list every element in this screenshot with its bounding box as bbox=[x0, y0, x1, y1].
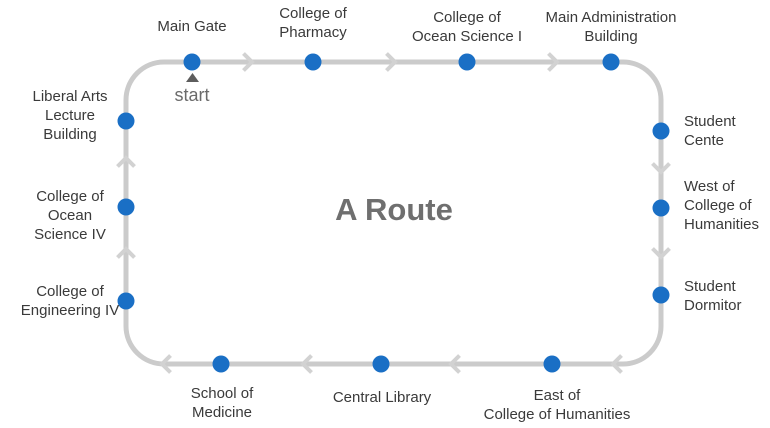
arrow-up-icon bbox=[116, 155, 136, 168]
stop-label-student-center: Student Cente bbox=[684, 113, 736, 149]
stop-dot-main-administration-building bbox=[602, 53, 620, 71]
stop-label-college-of-ocean-science-1: College of Ocean Science I bbox=[411, 9, 523, 45]
stop-label-college-of-pharmacy: College of Pharmacy bbox=[279, 5, 347, 41]
stop-label-main-gate: Main Gate bbox=[157, 18, 227, 35]
arrow-right-icon bbox=[547, 52, 560, 72]
stop-label-central-library: Central Library bbox=[332, 389, 432, 406]
stop-dot-west-of-college-of-humanities bbox=[652, 199, 670, 217]
stop-dot-college-of-ocean-science-4 bbox=[117, 198, 135, 216]
arrow-left-icon bbox=[159, 354, 172, 374]
start-marker-icon bbox=[186, 73, 199, 82]
route-title: A Route bbox=[335, 192, 453, 227]
stop-dot-main-gate bbox=[183, 53, 201, 71]
arrow-right-icon bbox=[385, 52, 398, 72]
stop-dot-central-library bbox=[372, 355, 390, 373]
stop-label-west-of-college-of-humanities: West of College of Humanities bbox=[684, 178, 760, 233]
arrow-down-icon bbox=[651, 247, 671, 260]
stop-dot-school-of-medicine bbox=[212, 355, 230, 373]
stop-label-college-of-engineering-4: College of Engineering IV bbox=[20, 283, 120, 319]
arrow-up-icon bbox=[116, 246, 136, 259]
arrow-down-icon bbox=[651, 162, 671, 175]
stop-dots bbox=[117, 53, 670, 373]
stop-dot-east-of-college-of-humanities bbox=[543, 355, 561, 373]
stop-label-main-administration-building: Main Administration Building bbox=[545, 9, 677, 45]
arrow-right-icon bbox=[242, 52, 255, 72]
stop-dot-college-of-ocean-science-1 bbox=[458, 53, 476, 71]
stop-label-school-of-medicine: School of Medicine bbox=[190, 385, 254, 421]
arrow-left-icon bbox=[610, 354, 623, 374]
route-arrows bbox=[116, 52, 671, 374]
arrow-left-icon bbox=[448, 354, 461, 374]
stop-dot-student-dormitory bbox=[652, 286, 670, 304]
stop-dot-student-center bbox=[652, 122, 670, 140]
stop-dot-college-of-pharmacy bbox=[304, 53, 322, 71]
stop-label-east-of-college-of-humanities: East of College of Humanities bbox=[483, 387, 631, 423]
stop-label-liberal-arts-lecture-building: Liberal Arts Lecture Building bbox=[32, 88, 108, 143]
stop-dot-liberal-arts-lecture-building bbox=[117, 112, 135, 130]
start-label: start bbox=[174, 85, 210, 105]
arrow-left-icon bbox=[300, 354, 313, 374]
stop-label-college-of-ocean-science-4: College of Ocean Science IV bbox=[34, 188, 106, 243]
stop-label-student-dormitory: Student Dormitor bbox=[684, 278, 742, 314]
stop-dot-college-of-engineering-4 bbox=[117, 292, 135, 310]
